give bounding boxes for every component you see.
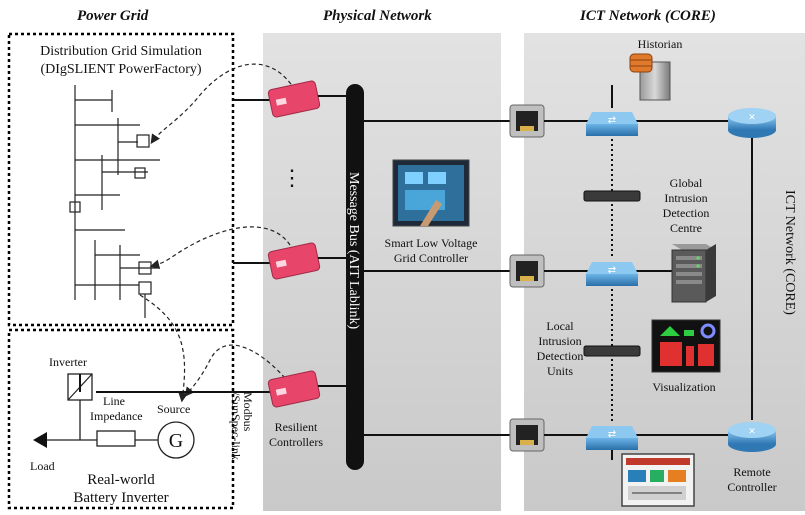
lidu-label-1: Local [546,319,574,333]
svg-text:⇄: ⇄ [608,115,616,126]
ict-side-label: ICT Network (CORE) [782,190,797,315]
device-ellipsis: ⋮ [281,165,303,190]
svg-text:✕: ✕ [748,427,756,437]
local-ids-unit-top [583,190,641,202]
resilient-label-2: Controllers [269,435,323,449]
gidc-label-1: Global [670,176,703,190]
historian-server-icon [629,53,671,101]
pink-device-1 [267,80,321,118]
ethernet-port-2 [509,254,545,288]
smart-lv-label-2: Grid Controller [394,251,468,265]
single-line-diagram [69,85,160,318]
visualization-label: Visualization [652,380,715,394]
ethernet-port-3 [509,418,545,452]
svg-text:✕: ✕ [748,113,756,123]
gidc-label-3: Detection [663,206,710,220]
dashed-arrow-sim-to-source [139,294,188,403]
resilient-label-1: Resilient [275,420,318,434]
remote-controller-screen [621,453,695,507]
ethernet-port-1 [509,104,545,138]
lidu-label-4: Units [547,364,573,378]
remote-label-1: Remote [733,465,770,479]
gidc-server-icon [671,244,716,303]
device-bus-links [318,95,346,387]
battery-title-2: Battery Inverter [73,490,168,506]
lidu-label-2: Intrusion [538,334,581,348]
header-ict-network: ICT Network (CORE) [579,8,716,24]
svg-text:⇄: ⇄ [608,429,616,440]
lidu-label-3: Detection [537,349,584,363]
local-ids-unit-bottom [583,345,641,357]
router-top: ✕ [728,108,776,138]
grid-simulation-box [7,32,235,327]
battery-inverter-box [7,328,235,510]
remote-label-2: Controller [727,480,776,494]
visualization-screen [651,319,721,373]
gidc-label-4: Centre [670,221,702,235]
source-glyph: G [169,430,183,452]
dashed-arrows [139,63,296,403]
battery-title-1: Real-world [87,472,155,488]
load-label: Load [30,459,55,473]
sunspec-label: /SunSpec-link [229,392,243,460]
dashed-arrow-middle [149,226,291,269]
impedance-label: Impedance [90,409,143,423]
message-bus-label: Message Bus (AIT Lablink) [346,172,361,330]
pink-device-2 [267,242,321,280]
dashed-arrow-bottom [184,344,286,397]
message-bus [346,84,364,470]
source-symbol [157,421,195,459]
smart-lv-label-1: Smart Low Voltage [385,236,478,250]
switch-top: ⇄ [586,112,638,136]
grid-links [79,99,272,393]
inverter-label: Inverter [49,355,87,369]
historian-label: Historian [638,37,683,51]
line-label: Line [103,394,125,408]
grid-simulation-subtitle: (DIgSLIENT PowerFactory) [40,62,201,77]
svg-text:⇄: ⇄ [608,265,616,276]
pink-device-3 [267,370,321,408]
modbus-label: Modbus [241,392,255,432]
bus-port-links [364,120,512,436]
grid-simulation-title: Distribution Grid Simulation [40,44,202,59]
switch-bottom: ⇄ [586,426,638,450]
smart-lv-controller-image [392,159,470,227]
load-symbol [33,432,47,448]
header-power-grid: Power Grid [77,8,149,24]
ict-links [544,85,753,436]
dashed-arrow-top [150,63,296,144]
impedance-symbol [96,430,136,447]
gidc-label-2: Intrusion [664,191,707,205]
source-label: Source [157,402,190,416]
router-bottom: ✕ [728,422,776,452]
switch-middle: ⇄ [586,262,638,286]
header-physical-network: Physical Network [323,8,432,24]
